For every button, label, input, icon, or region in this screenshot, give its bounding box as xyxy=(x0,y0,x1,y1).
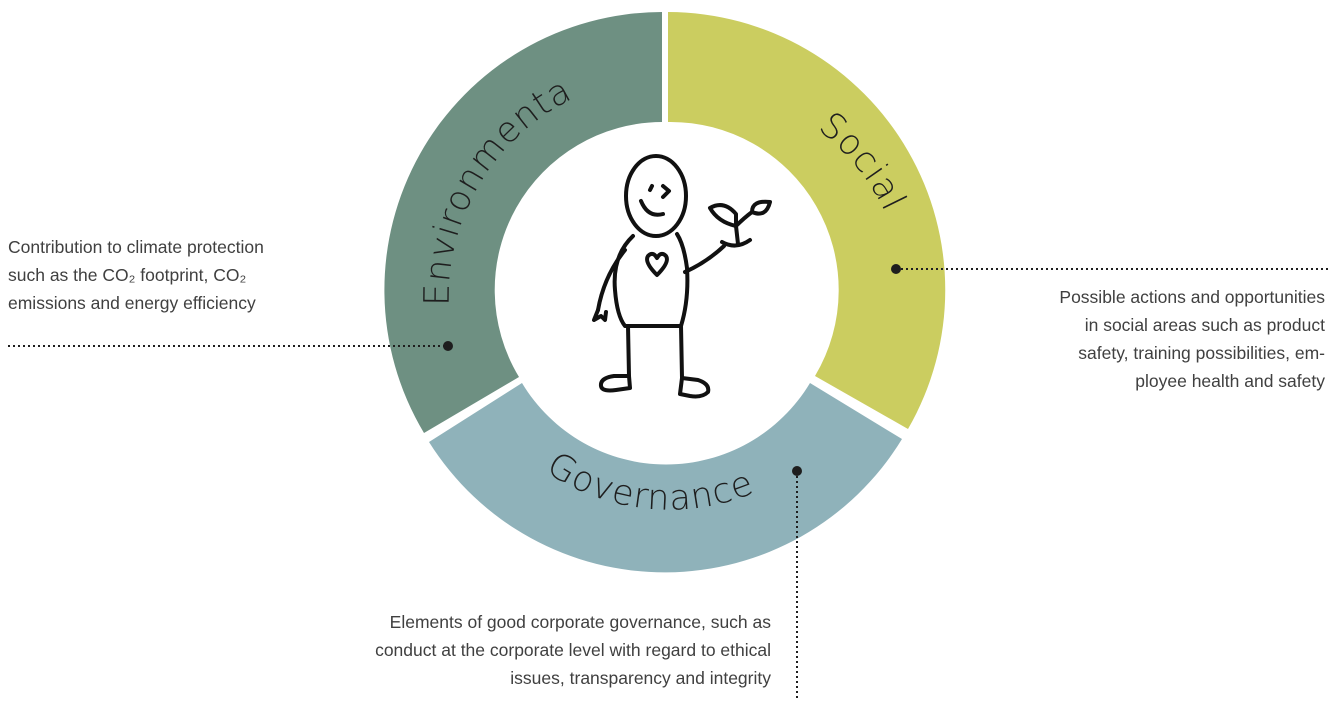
environmental-description-line: such as the CO₂ footprint, CO₂ xyxy=(8,265,247,285)
environmental-description-line: emissions and energy efficiency xyxy=(8,293,256,313)
right-eye xyxy=(661,184,671,199)
governance-connector xyxy=(792,466,802,700)
plant-leaf-left xyxy=(708,203,738,228)
environmental-description-line: Contribution to climate protection xyxy=(8,237,264,257)
right-foot xyxy=(678,376,711,399)
left-arm xyxy=(596,248,627,312)
environmental-description: Contribution to climate protection such … xyxy=(8,233,264,317)
left-hand xyxy=(592,308,608,322)
body-shape xyxy=(612,232,690,328)
social-description-line: ployee health and safety xyxy=(1135,371,1325,391)
left-foot xyxy=(598,374,632,393)
heart-icon xyxy=(645,251,669,277)
environmental-connector xyxy=(8,341,453,351)
governance-description-line: issues, transparency and integrity xyxy=(510,668,771,688)
governance-segment xyxy=(429,383,902,573)
right-hand xyxy=(720,238,752,248)
person-holding-plant-icon xyxy=(592,154,772,399)
social-description-line: Possible actions and opportunities xyxy=(1059,287,1325,307)
social-description-line: in social areas such as product xyxy=(1084,315,1325,335)
left-leg xyxy=(626,324,631,378)
right-arm xyxy=(683,244,726,274)
left-eye xyxy=(648,184,654,192)
head-shape xyxy=(624,154,688,238)
smile-shape xyxy=(639,199,665,217)
social-connector xyxy=(891,264,1328,274)
plant-leaf-right xyxy=(750,199,772,216)
social-description: Possible actions and opportunities in so… xyxy=(1059,283,1325,395)
social-segment xyxy=(668,12,946,429)
right-leg xyxy=(679,324,684,380)
governance-description-line: conduct at the corporate level with rega… xyxy=(375,640,771,660)
governance-description: Elements of good corporate governance, s… xyxy=(375,608,771,692)
governance-description-line: Elements of good corporate governance, s… xyxy=(389,612,771,632)
environmental-segment xyxy=(384,12,662,433)
social-description-line: safety, training possibilities, em- xyxy=(1078,343,1325,363)
